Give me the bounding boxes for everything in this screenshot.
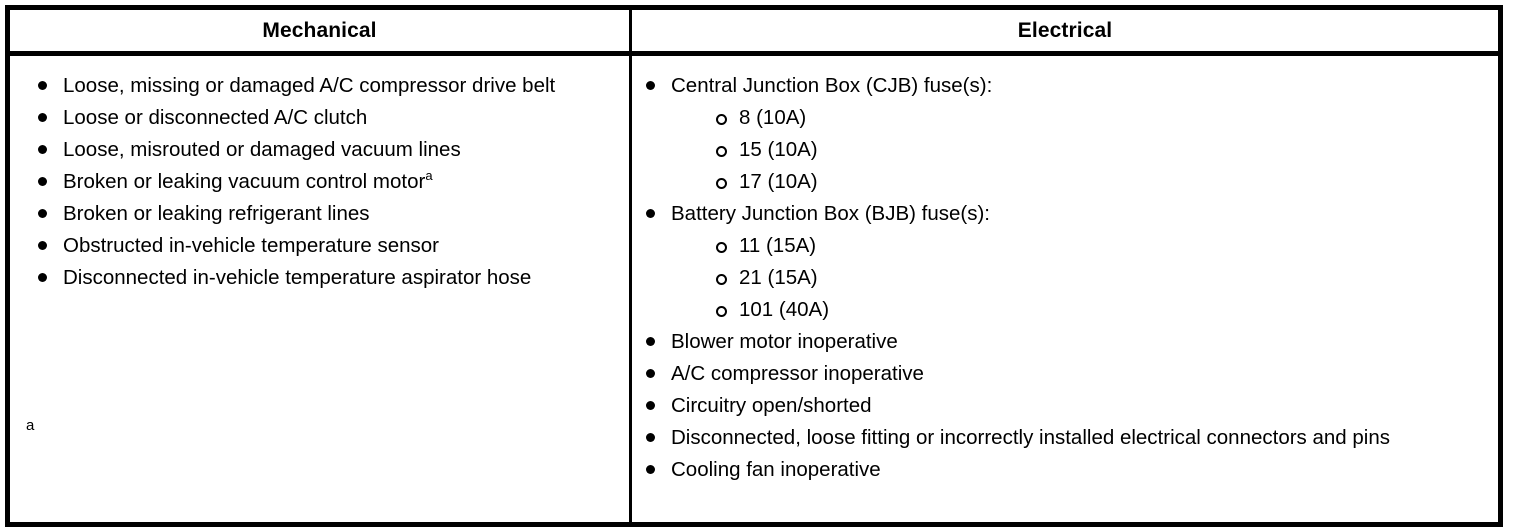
table-header-row: Mechanical Electrical — [10, 10, 1498, 56]
sub-bullet-list: 8 (10A) 15 (10A) 17 (10A) — [671, 102, 1492, 198]
footnote-marker: a — [26, 417, 35, 434]
hollow-bullet-icon — [716, 146, 727, 157]
list-item: Blower motor inoperative — [644, 326, 1492, 358]
filled-bullet-icon — [646, 369, 655, 378]
sub-list-item-text: 21 (15A) — [739, 266, 818, 289]
column-header-electrical: Electrical — [1017, 18, 1113, 42]
hollow-bullet-icon — [716, 274, 727, 285]
list-item-text: A/C compressor inoperative — [671, 362, 924, 385]
sub-list-item-text: 101 (40A) — [739, 298, 830, 321]
electrical-bullet-list: Central Junction Box (CJB) fuse(s): 8 (1… — [632, 56, 1498, 486]
sub-list-item: 11 (15A) — [716, 230, 1492, 262]
list-item: Central Junction Box (CJB) fuse(s): 8 (1… — [644, 70, 1492, 198]
sub-list-item: 15 (10A) — [716, 134, 1492, 166]
filled-bullet-icon — [38, 273, 47, 282]
filled-bullet-icon — [38, 241, 47, 250]
column-header-mechanical: Mechanical — [10, 10, 632, 51]
list-item-text: Loose or disconnected A/C clutch — [63, 106, 368, 129]
filled-bullet-icon — [646, 209, 655, 218]
sub-list-item-text: 17 (10A) — [739, 170, 818, 193]
list-item: A/C compressor inoperative — [644, 358, 1492, 390]
sub-list-item: 21 (15A) — [716, 262, 1492, 294]
list-item: Loose or disconnected A/C clutch — [36, 102, 623, 134]
sub-list-item: 8 (10A) — [716, 102, 1492, 134]
list-item: Loose, missing or damaged A/C compressor… — [36, 70, 623, 102]
list-item-text: Central Junction Box (CJB) fuse(s): — [671, 74, 993, 97]
filled-bullet-icon — [646, 465, 655, 474]
sub-list-item: 17 (10A) — [716, 166, 1492, 198]
list-item: Battery Junction Box (BJB) fuse(s): 11 (… — [644, 198, 1492, 326]
hollow-bullet-icon — [716, 178, 727, 189]
list-item-text: Battery Junction Box (BJB) fuse(s): — [671, 202, 991, 225]
list-item: Broken or leaking refrigerant lines — [36, 198, 623, 230]
table-body-row: Loose, missing or damaged A/C compressor… — [10, 56, 1498, 522]
cell-electrical: Central Junction Box (CJB) fuse(s): 8 (1… — [632, 56, 1498, 522]
filled-bullet-icon — [38, 177, 47, 186]
list-item-text: Obstructed in-vehicle temperature sensor — [63, 234, 440, 257]
sub-list-item-text: 11 (15A) — [739, 234, 817, 257]
hollow-bullet-icon — [716, 114, 727, 125]
list-item-text: Circuitry open/shorted — [671, 394, 872, 417]
filled-bullet-icon — [38, 145, 47, 154]
filled-bullet-icon — [38, 81, 47, 90]
list-item-text: Loose, misrouted or damaged vacuum lines — [63, 138, 461, 161]
list-item: Broken or leaking vacuum control motora — [36, 166, 623, 198]
list-item: Obstructed in-vehicle temperature sensor — [36, 230, 623, 262]
footnote-reference: a — [425, 168, 433, 184]
sub-list-item-text: 8 (10A) — [739, 106, 807, 129]
cell-mechanical: Loose, missing or damaged A/C compressor… — [10, 56, 632, 522]
filled-bullet-icon — [646, 81, 655, 90]
sub-bullet-list: 11 (15A) 21 (15A) 101 (40A) — [671, 230, 1492, 326]
filled-bullet-icon — [646, 433, 655, 442]
hollow-bullet-icon — [716, 306, 727, 317]
filled-bullet-icon — [38, 209, 47, 218]
hollow-bullet-icon — [716, 242, 727, 253]
filled-bullet-icon — [646, 401, 655, 410]
symptom-table: Mechanical Electrical Loose, missing or … — [5, 5, 1503, 527]
list-item-text: Disconnected in-vehicle temperature aspi… — [63, 266, 532, 289]
sub-list-item: 101 (40A) — [716, 294, 1492, 326]
list-item: Disconnected in-vehicle temperature aspi… — [36, 262, 623, 294]
list-item: Loose, misrouted or damaged vacuum lines — [36, 134, 623, 166]
list-item-text: Disconnected, loose fitting or incorrect… — [671, 426, 1391, 449]
filled-bullet-icon — [38, 113, 47, 122]
list-item: Cooling fan inoperative — [644, 454, 1492, 486]
filled-bullet-icon — [646, 337, 655, 346]
list-item-text: Broken or leaking refrigerant lines — [63, 202, 370, 225]
list-item-text: Cooling fan inoperative — [671, 458, 881, 481]
list-item: Disconnected, loose fitting or incorrect… — [644, 422, 1492, 454]
sub-list-item-text: 15 (10A) — [739, 138, 818, 161]
list-item-text: Loose, missing or damaged A/C compressor… — [63, 74, 556, 97]
mechanical-bullet-list: Loose, missing or damaged A/C compressor… — [10, 56, 629, 294]
list-item: Circuitry open/shorted — [644, 390, 1492, 422]
list-item-text: Broken or leaking vacuum control motor — [63, 170, 426, 193]
list-item-text: Blower motor inoperative — [671, 330, 898, 353]
